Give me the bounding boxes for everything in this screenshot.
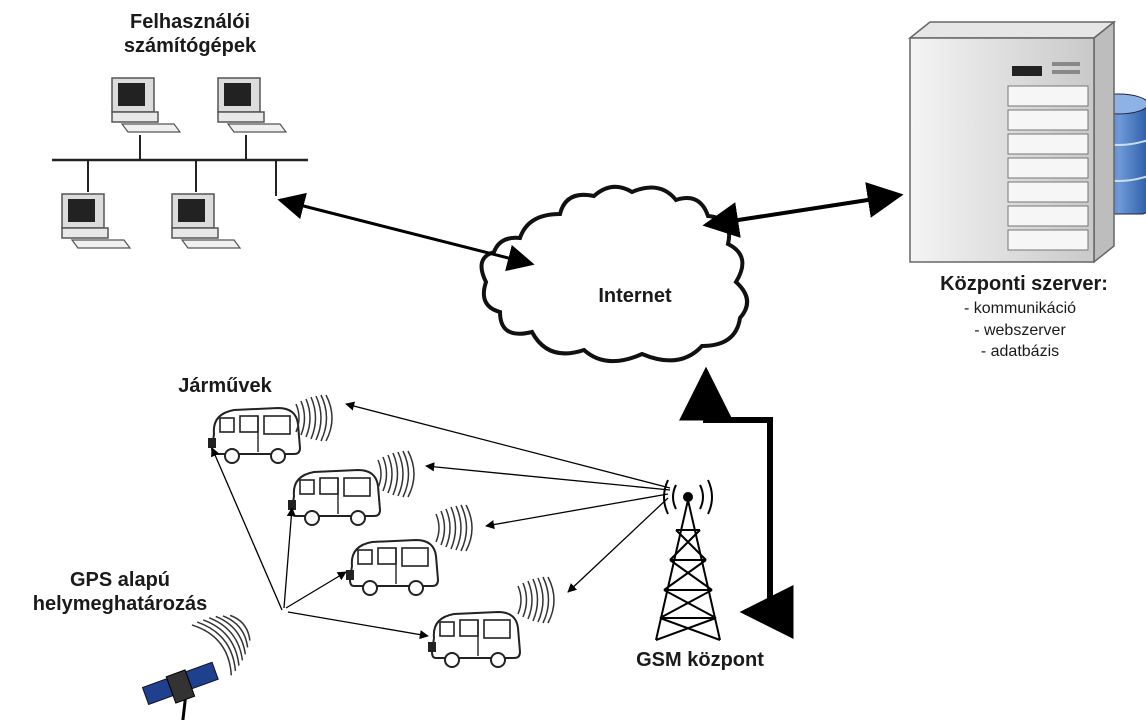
- gps-label-line1: GPS alapú: [69, 569, 171, 591]
- gps-label: GPS alapú helymeghatározás: [0, 568, 240, 616]
- gsm-vehicle-links: [345, 401, 671, 593]
- computer-icon: [61, 193, 131, 249]
- computer-icon: [111, 77, 181, 133]
- user-computers-network: [52, 77, 308, 249]
- vehicle-icon: [207, 407, 301, 464]
- server-role-webserver: - webszerver: [974, 321, 1066, 339]
- gsm-tower-icon: [655, 479, 721, 641]
- internet-label: Internet: [598, 285, 672, 307]
- gps-vehicle-links: [211, 447, 429, 640]
- gsm-internet-link: [679, 366, 794, 639]
- central-server-title: Központi szerver:: [940, 273, 1108, 295]
- computer-icon: [217, 77, 287, 133]
- central-server-roles: - kommunikáció - webszerver - adatbázis: [920, 298, 1120, 363]
- signal-waves-icon: [435, 504, 473, 552]
- signal-waves-icon: [517, 576, 555, 624]
- user-computers-label-line2: számítógépek: [123, 35, 257, 57]
- gps-label-line2: helymeghatározás: [32, 593, 208, 615]
- server-icon: [907, 20, 1146, 264]
- gsm-center-label: GSM központ: [636, 649, 764, 671]
- vehicles-label: Járművek: [178, 375, 272, 397]
- server-role-database: - adatbázis: [980, 343, 1060, 361]
- vehicle-icon: [427, 611, 521, 668]
- signal-waves-icon: [295, 394, 333, 442]
- user-computers-label-line1: Felhasználói: [129, 11, 251, 33]
- server-role-communication: - kommunikáció: [963, 300, 1077, 317]
- satellite-icon: [141, 614, 251, 720]
- internet-cloud: [479, 184, 749, 364]
- internet-server-arrow: [702, 182, 904, 238]
- lan-internet-arrow: [277, 192, 535, 272]
- user-computers-label: Felhasználói számítógépek: [100, 10, 280, 58]
- vehicle-icon: [287, 469, 381, 526]
- signal-waves-icon: [377, 450, 415, 498]
- vehicle-icon: [345, 539, 439, 596]
- computer-icon: [171, 193, 241, 249]
